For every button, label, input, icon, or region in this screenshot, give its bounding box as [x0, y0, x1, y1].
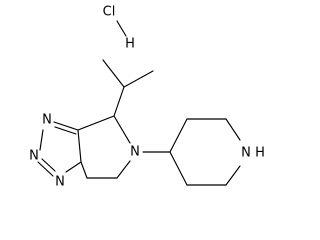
tetrazole-n2-label: N [29, 149, 39, 164]
tetrazole-n1-label: N [42, 113, 52, 128]
hydrogen-chloride: Cl H [103, 5, 135, 52]
bond-pip-c5-c4 [169, 151, 188, 186]
bond-pip-c2-n [225, 118, 241, 141]
bond-n3-n4 [65, 161, 82, 173]
piperidine-nitrogen-label: N [241, 146, 251, 161]
ring-nitrogen-label: N [130, 145, 140, 160]
bond-c8a-c8 [77, 115, 115, 131]
bond-n1-n2 [39, 129, 44, 151]
isopropyl-group [102, 59, 154, 117]
tetrazole-ring: N N N [29, 113, 82, 190]
bond-c8-n7 [113, 115, 131, 144]
bond-c8-isopropyl [113, 86, 125, 117]
bond-n2-n3-double [41, 158, 56, 172]
bond-pip-n-c6 [225, 165, 241, 186]
bond-c5-n4 [80, 161, 88, 179]
chemical-structure-diagram: Cl H N N N N N H [29, 5, 265, 190]
chlorine-label: Cl [103, 5, 116, 20]
tetrazole-n3-label: N [55, 175, 65, 190]
piperidine-hydrogen-label: H [255, 146, 265, 161]
bond-isopropyl-methyl-2 [123, 70, 154, 88]
bond-c8a-n1-double [54, 126, 77, 135]
h-cl-bond [116, 20, 127, 37]
bond-isopropyl-methyl-1 [102, 59, 125, 88]
bond-n2-n3 [37, 161, 54, 177]
hydrogen-label: H [125, 37, 135, 52]
bond-n7-c6 [116, 160, 131, 179]
piperidine-ring: N H [142, 118, 265, 186]
bond-pip-c4-c3 [169, 118, 188, 153]
bond-c8a-n1 [53, 121, 79, 131]
bond-n4-c8a [77, 129, 82, 163]
fused-piperazine-ring: N [77, 115, 140, 179]
